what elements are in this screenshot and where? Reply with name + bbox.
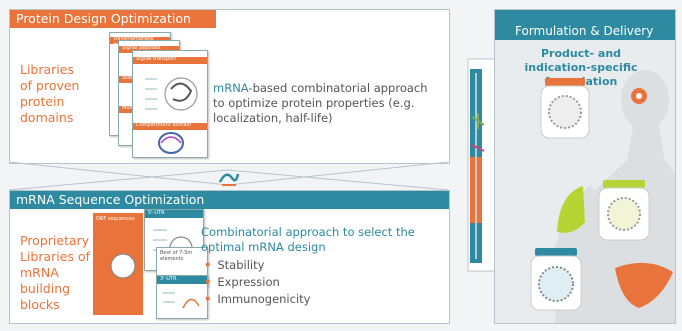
mrna-sequence-panel: mRNA Sequence Optimization Proprietary L… (9, 190, 450, 324)
formulation-panel: Formulation & Delivery Product- and indi… (494, 9, 676, 324)
utr-structure-icon (163, 292, 200, 309)
eye-icon (631, 88, 647, 104)
mrna-sequence-description: Combinatorial approach to select the opt… (201, 225, 415, 254)
formulation-title: Formulation & Delivery (515, 24, 654, 38)
domain-card: Signal transport Compartment domain (132, 50, 208, 158)
criteria-item: •Immunogenicity (204, 292, 311, 306)
mrna-libraries-text: Proprietary Libraries of mRNA building b… (20, 233, 91, 312)
lung-icon (557, 186, 585, 233)
mrna-sequence-title: mRNA Sequence Optimization (16, 192, 205, 207)
protein-design-title: Protein Design Optimization (16, 11, 191, 26)
formulation-jar-icon (530, 248, 582, 311)
utr3-card: 3'-UTR (156, 275, 208, 319)
formulation-header (495, 10, 675, 40)
formulation-jar-icon (598, 180, 650, 241)
orf-circle-icon (110, 253, 136, 279)
criteria-item: •Expression (204, 275, 280, 289)
optimization-criteria-list: •Stability •Expression •Immunogenicity (204, 257, 310, 308)
criteria-item: •Stability (204, 258, 265, 272)
protein-folding-icon (471, 113, 485, 152)
protein-structure-icon (158, 132, 184, 154)
protein-design-description: mRNA-based combinatorial approach to opt… (213, 81, 428, 125)
formulation-jar-icon (540, 78, 590, 139)
protein-libraries-text: Libraries of proven protein domains (20, 62, 80, 125)
liver-icon (615, 262, 673, 308)
protein-structure-icon (145, 77, 198, 111)
protein-design-panel: Protein Design Optimization Libraries of… (9, 9, 450, 164)
mrna-strand-icon (218, 173, 240, 186)
protein-design-header: Protein Design Optimization (10, 10, 216, 28)
mrna-sequence-header: mRNA Sequence Optimization (10, 191, 449, 209)
